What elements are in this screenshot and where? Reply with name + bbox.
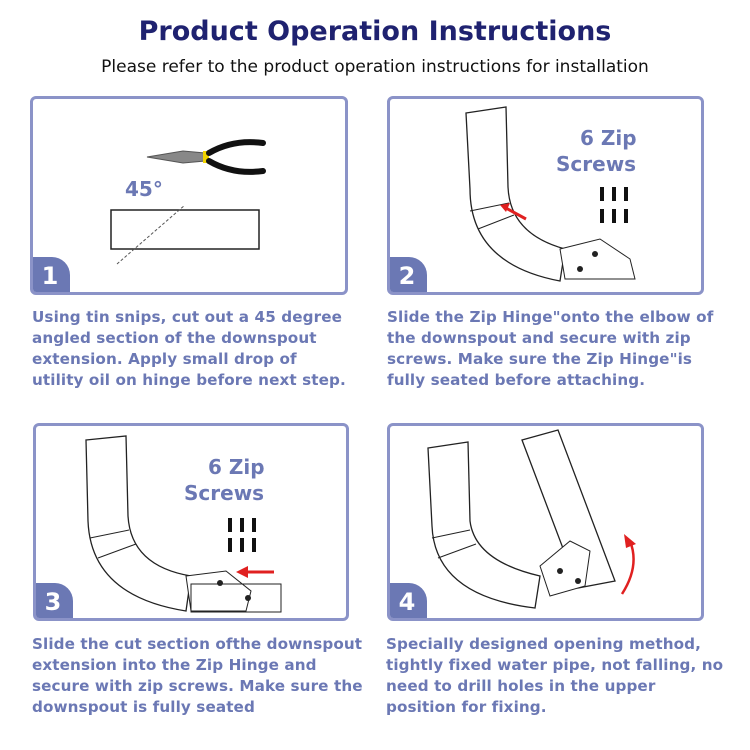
page-subtitle: Please refer to the product operation in… [101, 57, 649, 77]
step-4-description: Specially designed opening method, tight… [386, 635, 724, 716]
step-3-description: Slide the cut section ofthe downspout ex… [32, 635, 363, 716]
screws-label-1: 6 Zip [208, 455, 265, 479]
red-arrow-icon [503, 205, 527, 221]
screws-label-1: 6 Zip [580, 126, 637, 150]
step-4-panel: 4 [387, 423, 704, 621]
extension-insert-illustration: 6 Zip Screws [85, 435, 282, 613]
zip-screws-icon [228, 518, 256, 552]
downspout-rect [110, 209, 260, 250]
step-badge: 2 [390, 257, 427, 292]
page-title: Product Operation Instructions [138, 16, 612, 47]
step-badge: 3 [36, 583, 73, 618]
angle-label: 45° [125, 177, 163, 201]
screws-label-2: Screws [556, 152, 636, 176]
screws-label-2: Screws [184, 481, 264, 505]
step-2-panel: 6 Zip Screws 2 [387, 96, 704, 295]
zip-screws-icon [600, 187, 628, 223]
cut-line [116, 204, 186, 265]
step-1-description: Using tin snips, cut out a 45 degree ang… [32, 308, 346, 389]
pliers-icon [146, 139, 266, 175]
step-badge: 1 [33, 257, 70, 292]
pliers-cut-illustration: 45° [110, 139, 266, 265]
rotate-arrow-icon [620, 540, 635, 595]
step-3-panel: 6 Zip Screws 3 [33, 423, 349, 621]
step-badge: 4 [390, 583, 427, 618]
elbow-hinge-illustration: 6 Zip Screws [465, 106, 637, 282]
hinge-open-illustration [427, 429, 636, 609]
step-1-panel: 45° 1 [30, 96, 348, 295]
step-2-description: Slide the Zip Hinge"onto the elbow of th… [387, 308, 714, 389]
